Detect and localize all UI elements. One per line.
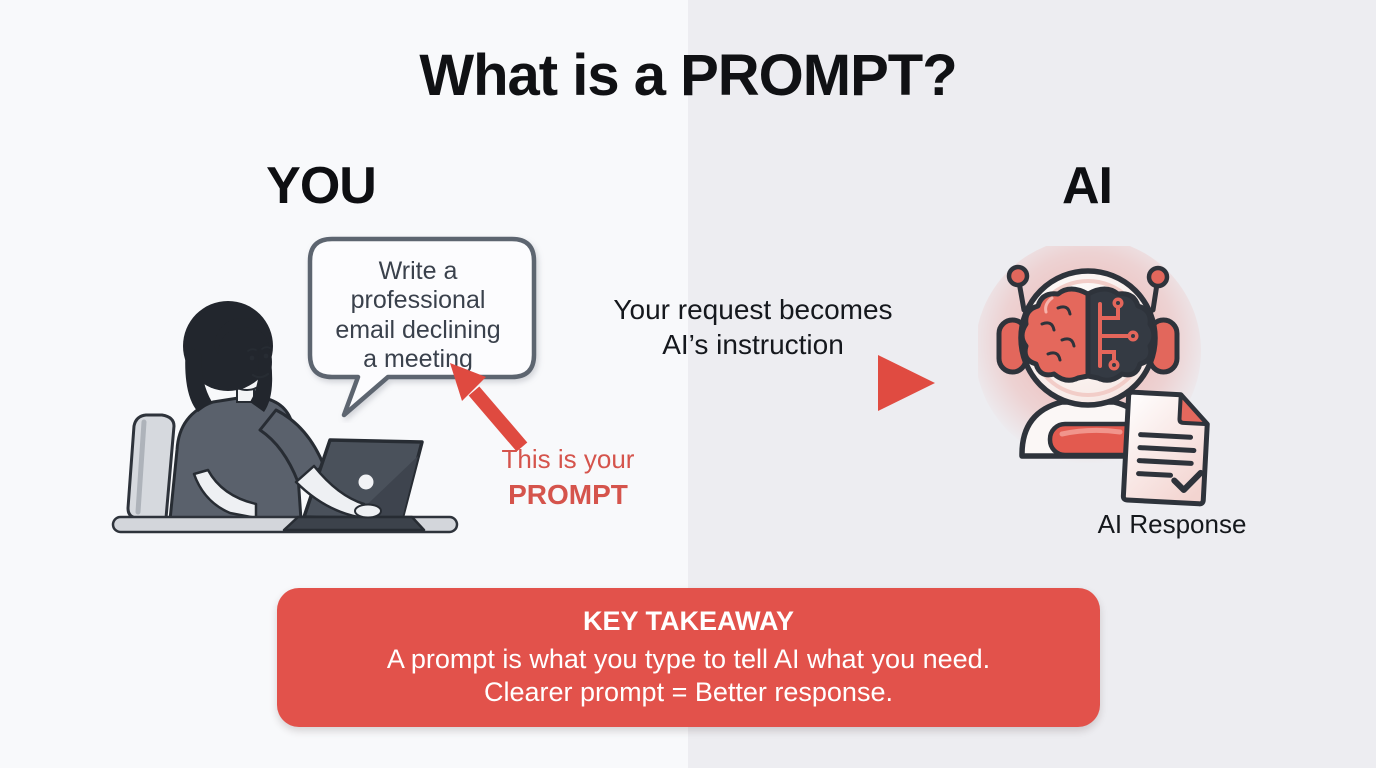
speech-bubble [307,236,537,418]
document-check-icon [1120,389,1210,507]
person-typing-illustration [111,301,459,534]
ai-response-label: AI Response [1097,509,1247,539]
prompt-callout-line1: This is your [501,444,635,474]
arrow-up-left-icon [450,363,528,452]
takeaway-line1: A prompt is what you type to tell AI wha… [386,644,991,675]
arrow-right-icon [583,355,935,411]
takeaway-line2: Clearer prompt = Better response. [484,677,893,707]
page-title: What is a PROMPT? [419,43,957,108]
prompt-text-line: email declining [335,315,501,344]
prompt-text-line: professional [350,286,486,315]
key-takeaway-banner: KEY TAKEAWAY A prompt is what you type t… [277,588,1100,727]
you-heading: YOU [266,157,377,215]
prompt-callout-line2: PROMPT [508,479,628,510]
prompt-text-line: Write a [378,257,458,285]
robot-brain-icon [978,246,1201,464]
takeaway-heading: KEY TAKEAWAY [582,606,795,637]
flow-caption-line1: Your request becomes [613,294,893,325]
flow-caption: Your request becomes AI’s instruction [583,292,923,362]
prompt-callout: This is your PROMPT [468,444,668,511]
prompt-text: Write a professional email declining a m… [310,257,526,374]
ai-heading: AI [1062,157,1113,215]
flow-caption-line2: AI’s instruction [662,329,844,360]
